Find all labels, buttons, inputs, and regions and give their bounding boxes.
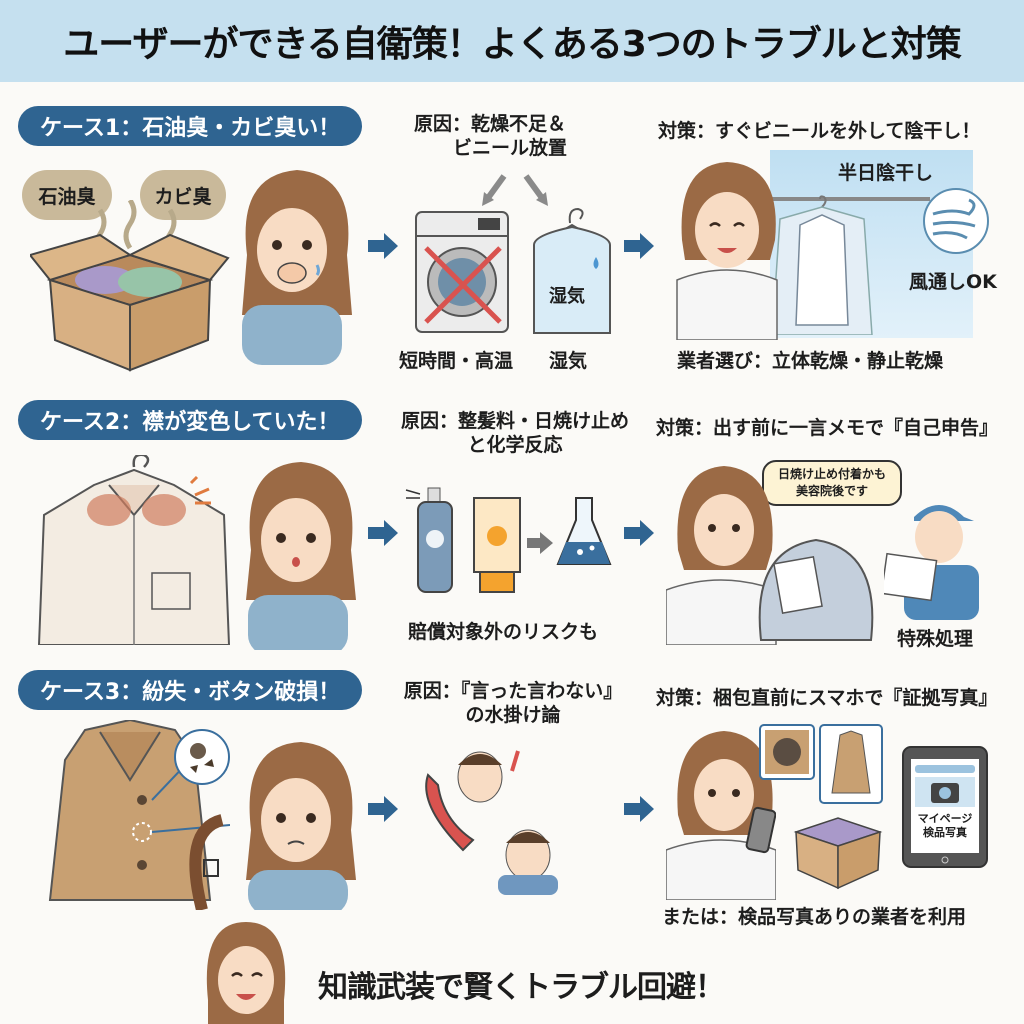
tablet-label: マイページ 検品写真: [911, 812, 979, 841]
stained-shirt-illustration: [37, 455, 231, 645]
flask-icon: [556, 497, 612, 565]
cause-label-short-high-temp: 短時間・高温: [399, 350, 514, 372]
troubled-woman-illustration: [246, 742, 356, 910]
split-arrows-icon: [482, 174, 548, 206]
arrow-right-icon: [624, 796, 654, 822]
staff-worker-illustration: [884, 505, 979, 620]
case-1-header: ケース1：石油臭・カビ臭い！: [18, 106, 363, 146]
tablet-icon: [902, 746, 988, 868]
button-photo-icon: [759, 724, 815, 780]
wind-icon: [923, 188, 989, 254]
case-3-cause-title: 原因：『言った言わない』 の水掛け論: [398, 680, 628, 728]
phone-argument-illustration: [425, 750, 558, 895]
sunscreen-tube-icon: [473, 497, 521, 593]
case-2-cause-title: 原因：整髪料・日焼け止め と化学反応: [395, 410, 635, 458]
surprised-woman-illustration: [246, 462, 356, 650]
case-2-measure-title: 対策：出す前に一言メモで『自己申告』: [656, 417, 999, 439]
cause-title-line2: と化学反応: [467, 433, 563, 456]
surprise-marks-icon: [189, 475, 211, 505]
self-report-speech-bubble: 日焼け止め付着かも 美容院後です: [762, 460, 902, 506]
smell-label-mold: カビ臭: [154, 185, 212, 208]
smiling-woman-labcoat-illustration: [676, 162, 778, 340]
half-day-shade-dry-label: 半日陰干し: [838, 162, 934, 184]
case-2-cause-note: 賠償対象外のリスクも: [408, 621, 599, 643]
smell-cloud-mold: カビ臭: [140, 170, 226, 220]
case-1-cause-title: 原因：乾燥不足＆ ビニール放置: [400, 113, 580, 161]
garment-bag-icon: [533, 207, 611, 334]
case-2-measure-note: 特殊処理: [897, 628, 974, 650]
arrow-right-gray-icon: [527, 532, 553, 554]
cause-title-line1: 原因：整髪料・日焼け止め: [400, 410, 629, 432]
cause-title-line1: 原因：乾燥不足＆: [413, 113, 566, 135]
cause-title-line2: の水掛け論: [465, 703, 561, 726]
shirt-in-bag-illustration: [764, 195, 930, 335]
cause-title-line2: ビニール放置: [452, 136, 567, 159]
title-banner: ユーザーができる自衛策！よくある3つのトラブルと対策: [0, 0, 1024, 82]
arrow-right-icon: [368, 233, 398, 259]
broken-button-zoom-icon: [174, 729, 230, 785]
arrow-right-icon: [368, 520, 398, 546]
cause-label-humidity: 湿気: [549, 350, 588, 372]
arrow-right-icon: [368, 796, 398, 822]
woman-writing-memo-illustration: [666, 466, 874, 645]
case-2-header: ケース2：襟が変色していた！: [18, 400, 362, 440]
smell-cloud-oil: 石油臭: [22, 170, 112, 220]
case-3-measure-note: または：検品写真ありの業者を利用: [662, 906, 967, 928]
tablet-label-line1: マイページ: [917, 812, 973, 825]
coat-with-damaged-button-illustration: [48, 720, 230, 901]
bag-label-humidity: 湿気: [549, 286, 585, 307]
phone-icon: [425, 773, 475, 852]
cardboard-box-icon: [30, 200, 230, 372]
woman-taking-photo-illustration: [666, 731, 776, 900]
worried-woman-illustration: [242, 170, 352, 365]
smell-label-oil: 石油臭: [38, 185, 96, 208]
arrow-right-icon: [624, 520, 654, 546]
case-1-measure-note: 業者選び：立体乾燥・静止乾燥: [677, 350, 944, 372]
spray-can-icon: [405, 487, 453, 593]
tablet-label-line2: 検品写真: [923, 826, 967, 840]
speech-line1: 日焼け止め付着かも: [777, 467, 886, 481]
case-1-measure-title: 対策：すぐビニールを外して陰干し！: [658, 120, 981, 142]
case-3-header: ケース3：紛失・ボタン破損！: [18, 670, 363, 710]
happy-woman-illustration: [206, 922, 286, 1024]
cardboard-box-icon: [793, 817, 883, 890]
arrow-right-icon: [624, 233, 654, 259]
torn-belt-icon: [189, 814, 224, 910]
ventilation-ok-label: 風通しOK: [909, 271, 997, 293]
washing-machine-icon: [415, 211, 509, 333]
page-title: ユーザーができる自衛策！よくある3つのトラブルと対策: [63, 24, 962, 65]
cause-title-line1: 原因：『言った言わない』: [403, 680, 623, 702]
case-3-measure-title: 対策：梱包直前にスマホで『証拠写真』: [656, 687, 998, 709]
footer-slogan: 知識武装で賢くトラブル回避！: [318, 970, 725, 1005]
speech-line2: 美容院後です: [795, 483, 868, 498]
coat-photo-icon: [819, 724, 883, 804]
